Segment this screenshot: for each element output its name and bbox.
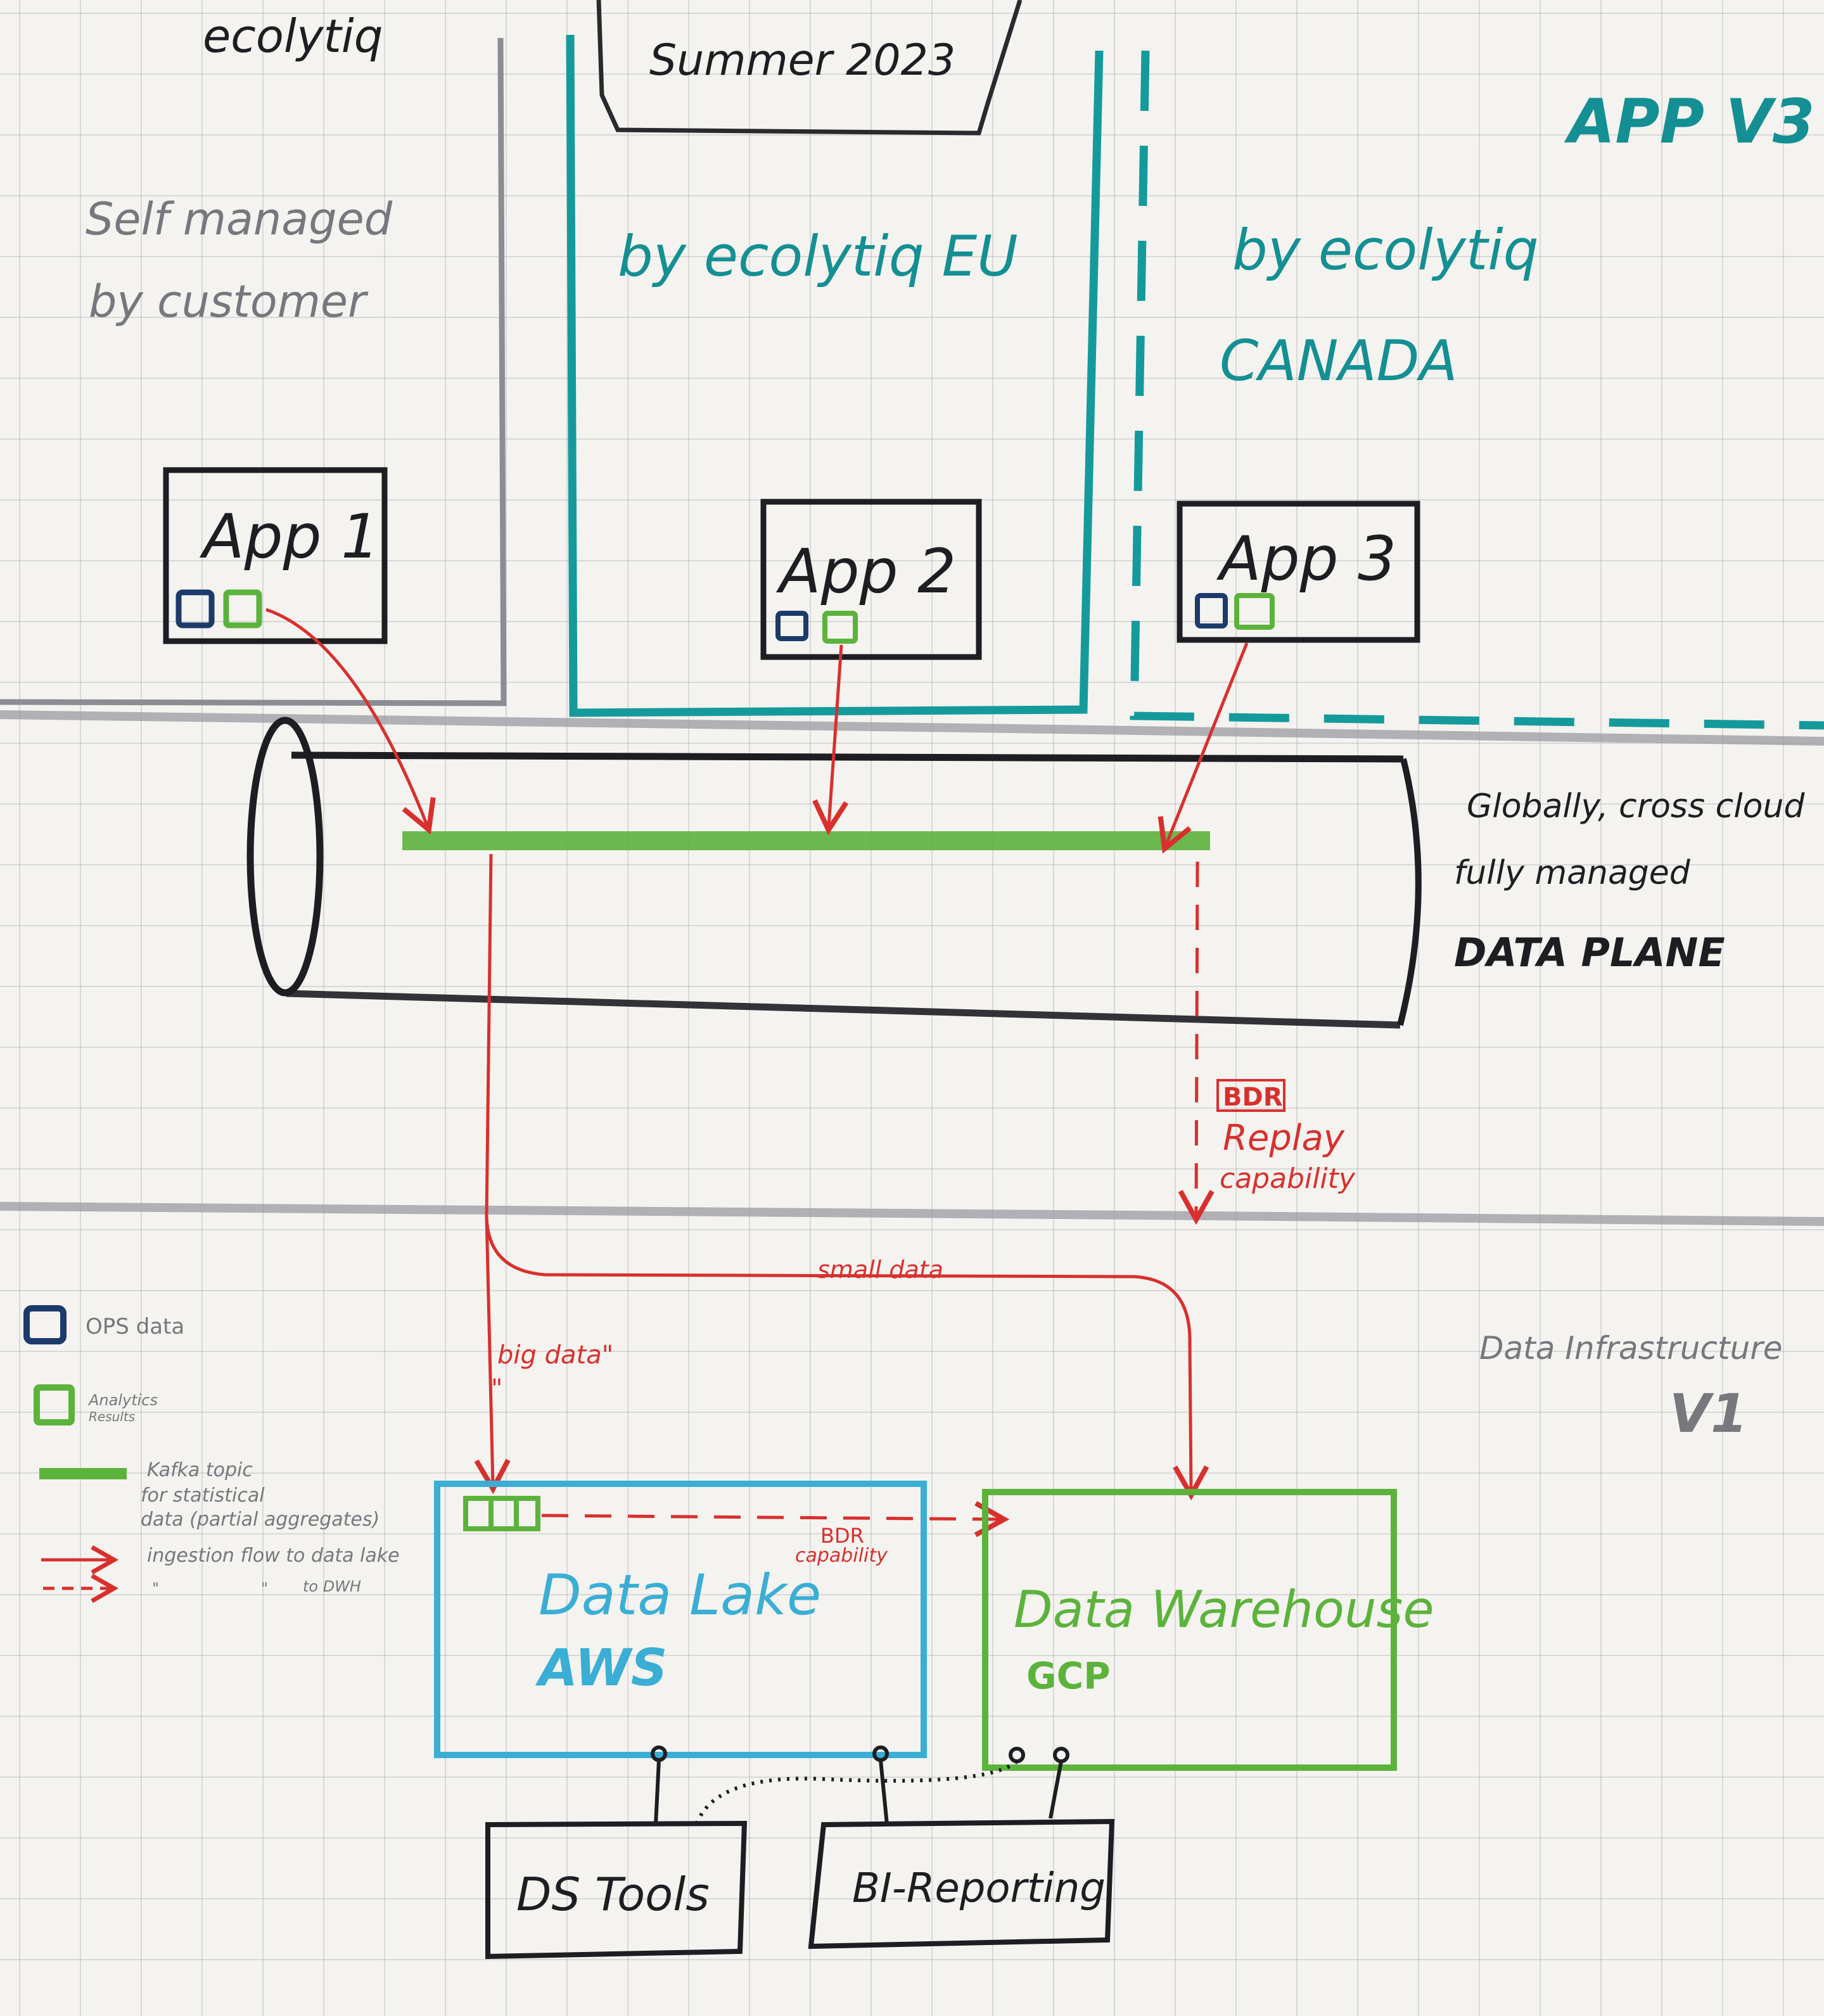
eu-zone-boundary (566, 34, 1104, 717)
legend-ingestion-label: ingestion flow to data lake (147, 1545, 400, 1567)
canada-zone-boundary (1130, 50, 1824, 730)
period-label: Summer 2023 (649, 35, 955, 86)
ds-tools-box[interactable]: DS Tools (485, 1820, 748, 1960)
separator-top (0, 710, 1824, 746)
app-3-box[interactable]: App 3 (1177, 501, 1420, 643)
app-2-to-kafka-arrow (812, 644, 849, 836)
legend-kafka-icon (39, 1468, 127, 1479)
bdr-badge-label: BDR (1223, 1083, 1283, 1112)
legend-kafka-label: Kafka topic for statistical data (partia… (141, 1459, 379, 1531)
app-version-label: APP V3 (1564, 86, 1815, 157)
ds-tools-label: DS Tools (516, 1868, 710, 1921)
replay-capability-label: Replay capability (1220, 1118, 1356, 1195)
data-plane-cylinder (246, 717, 1422, 1029)
ecolytiq-logo: ecolytiq (203, 10, 383, 63)
app-3-label: App 3 (1216, 523, 1396, 594)
self-managed-boundary (0, 37, 507, 706)
legend: OPS data Analytics Results Kafka topic f… (23, 1305, 400, 1604)
big-data-flow-arrow (485, 853, 1209, 1501)
legend-analytics-label: Analytics Results (87, 1391, 163, 1424)
kafka-to-data-lake-arrow (474, 1216, 511, 1495)
analytics-results-icon (223, 589, 262, 628)
self-managed-label: Self managed by customer (86, 193, 406, 328)
data-lake-title: Data Lake (539, 1562, 821, 1628)
data-lake-cloud: AWS (535, 1638, 667, 1697)
analytics-results-icon (514, 1496, 540, 1531)
ops-data-icon (775, 611, 808, 641)
separator-bottom (0, 1202, 1824, 1226)
bdr-badge (1216, 1079, 1285, 1112)
data-lake-to-dwh-dashed-arrow (541, 1501, 1010, 1538)
legend-analytics-icon (34, 1384, 75, 1426)
summer-2023-box (596, 0, 1023, 136)
app-3-to-kafka-arrow (1158, 642, 1249, 854)
bi-reporting-label: BI-Reporting (852, 1865, 1106, 1912)
app-1-box[interactable]: App 1 (163, 467, 388, 644)
legend-ops-label: OPS data (86, 1314, 184, 1339)
bdr-flow-capability: capability (795, 1545, 888, 1567)
data-lake-box[interactable]: Data Lake AWS (434, 1481, 927, 1758)
bdr-replay-arrow (1178, 861, 1215, 1225)
bdr-flow-badge: BDR (820, 1524, 864, 1548)
analytics-results-icon (463, 1496, 494, 1531)
bi-reporting-box[interactable]: BI-Reporting (808, 1818, 1115, 1949)
small-data-label: small data (817, 1256, 943, 1284)
kafka-topic-bar (402, 831, 1210, 850)
ops-data-icon (175, 589, 215, 628)
data-warehouse-box[interactable]: Data Warehouse GCP (982, 1489, 1434, 1771)
canada-zone-label: by ecolytiq CANADA (1220, 217, 1557, 393)
app-1-label: App 1 (199, 501, 379, 572)
analytics-results-icon (1234, 593, 1275, 630)
big-data-label: big data" (497, 1341, 613, 1370)
eu-zone-label: by ecolytiq EU (618, 224, 1018, 289)
data-warehouse-title: Data Warehouse (1014, 1580, 1434, 1639)
analytics-results-icon (822, 611, 858, 644)
app-1-to-kafka-arrow (265, 608, 436, 835)
connectors (651, 1745, 1069, 1825)
legend-ops-icon (23, 1305, 67, 1344)
data-infrastructure-version: V1 (1669, 1382, 1747, 1445)
data-infrastructure-label: Data Infrastructure (1479, 1330, 1783, 1367)
ops-data-icon (1195, 593, 1228, 628)
analytics-results-icon (488, 1496, 519, 1531)
big-data-quote: " (491, 1374, 502, 1403)
data-plane-description: Globally, cross cloud fully managed DATA… (1454, 788, 1815, 976)
app-2-label: App 2 (775, 536, 956, 607)
legend-dwh-label: " " to DWH (152, 1578, 361, 1597)
data-warehouse-cloud: GCP (1026, 1654, 1111, 1697)
app-2-box[interactable]: App 2 (760, 499, 982, 660)
